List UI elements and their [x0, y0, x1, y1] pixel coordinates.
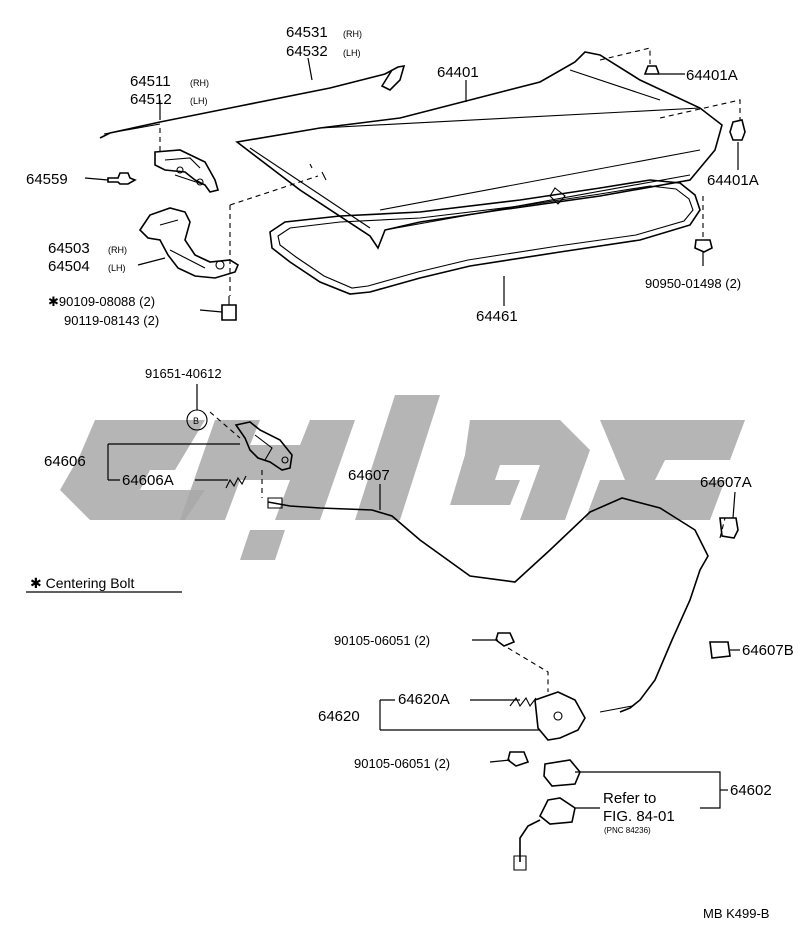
watermark-logo	[60, 395, 745, 560]
label-64512: 64512	[130, 91, 172, 108]
bolt-90105-top	[495, 632, 516, 647]
label-64512-side: (LH)	[190, 96, 208, 106]
label-bolt-90119: 90119-08143 (2)	[64, 313, 159, 328]
label-64559: 64559	[26, 171, 68, 188]
bolt-90105-bottom	[507, 751, 530, 767]
label-64401A-right: 64401A	[707, 172, 759, 189]
trunk-lid	[235, 51, 723, 250]
label-64511: 64511	[130, 73, 171, 90]
label-64602: 64602	[730, 782, 772, 799]
label-64504: 64504	[48, 258, 90, 275]
label-64532-side: (LH)	[343, 48, 361, 58]
label-91651: 91651-40612	[145, 366, 222, 381]
diagram-code: MB K499-B	[703, 906, 769, 921]
label-64607B: 64607B	[742, 642, 794, 659]
label-90105-bottom: 90105-06051 (2)	[354, 756, 450, 771]
weatherstrip	[269, 179, 701, 295]
label-64607A: 64607A	[700, 474, 752, 491]
opener-lever	[234, 421, 293, 471]
label-centering-bolt: ✱ Centering Bolt	[30, 575, 134, 591]
label-90950: 90950-01498 (2)	[645, 276, 741, 291]
bolt-64559	[107, 172, 137, 185]
label-64401A-top: 64401A	[686, 67, 738, 84]
label-64607: 64607	[348, 467, 390, 484]
label-64511-side: (RH)	[190, 78, 209, 88]
label-64531: 64531	[286, 24, 328, 41]
hinge-lower	[138, 207, 240, 279]
bolt-90109	[221, 296, 237, 321]
torsion-bar	[99, 65, 406, 139]
label-64606A: 64606A	[122, 472, 174, 489]
lock-64620	[509, 691, 586, 741]
label-bolt-90109: ✱90109-08088 (2)	[48, 294, 155, 309]
label-refer-line1: Refer to	[603, 790, 656, 807]
striker-64602	[513, 759, 581, 871]
cushion-64401A-top	[643, 65, 661, 75]
label-64401: 64401	[437, 64, 479, 81]
label-64620A: 64620A	[398, 691, 450, 708]
label-64531-side: (RH)	[343, 29, 362, 39]
clip-64607B	[709, 641, 731, 659]
label-64532: 64532	[286, 43, 328, 60]
spring-64606A	[225, 475, 247, 489]
label-64504-side: (LH)	[108, 263, 126, 273]
label-64503-side: (RH)	[108, 245, 127, 255]
clip-90950	[694, 239, 713, 253]
cable-64607	[267, 497, 709, 713]
label-90105-top: 90105-06051 (2)	[334, 633, 430, 648]
label-64503: 64503	[48, 240, 90, 257]
cushion-64401A-right	[729, 119, 746, 141]
label-64606: 64606	[44, 453, 86, 470]
label-64461: 64461	[476, 308, 518, 325]
label-64620: 64620	[318, 708, 360, 725]
hinge	[154, 149, 220, 193]
label-refer-line2: FIG. 84-01	[603, 808, 675, 825]
label-circle-b: B	[193, 416, 199, 426]
label-refer-line3: (PNC 84236)	[604, 826, 651, 835]
